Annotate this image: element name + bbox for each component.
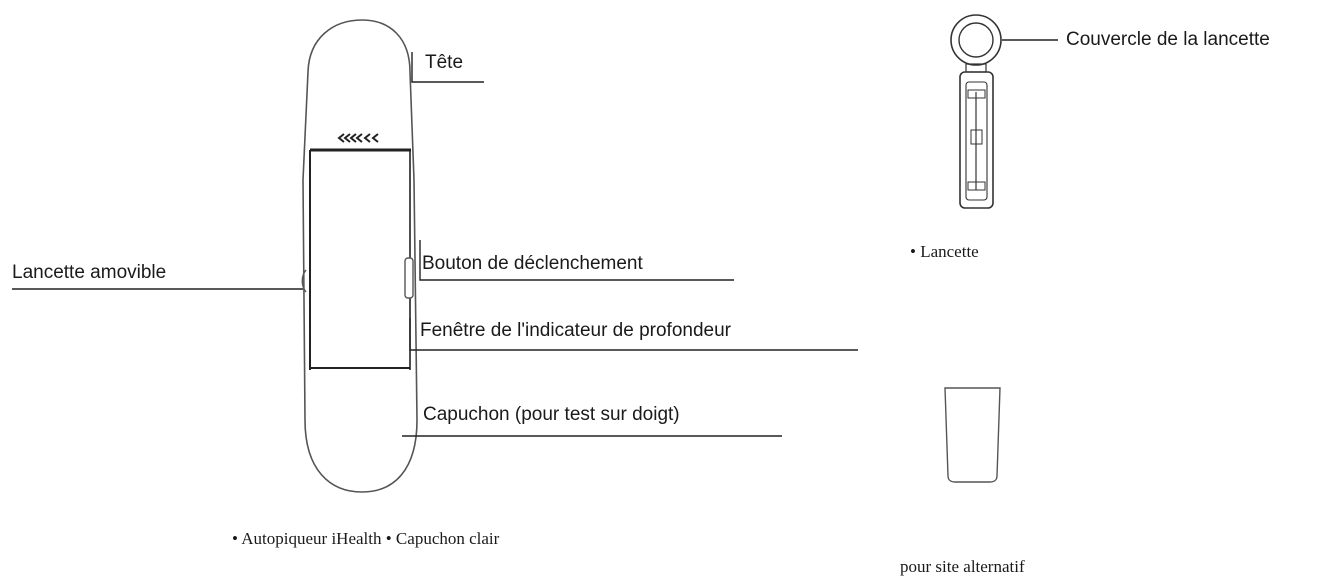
lancet-slot-mid [970,129,983,145]
lancet-body-inner [965,81,988,201]
lancet-cover-ring-inner [958,22,994,58]
label-release-button: Bouton de déclenchement [422,253,643,274]
lancing-device-outline [302,19,418,493]
lancet-slot-top [967,89,986,99]
clear-cap-drawing [944,387,1001,483]
caption-lancet: • Lancette [910,242,979,261]
direction-arrows-icon [337,133,379,143]
release-button-shape [404,257,414,299]
lancet-slot-bottom [967,181,986,191]
lancet-notch-shape [301,269,307,293]
lancet-drawing [950,14,1002,209]
label-lancet-cover: Couvercle de la lancette [1066,29,1270,50]
leader-release-button [419,240,734,281]
label-removable-lancet: Lancette amovible [12,262,167,283]
label-cap-finger: Capuchon (pour test sur doigt) [423,404,680,425]
lancet-body [959,71,994,209]
leader-head [411,52,484,83]
caption-alt-site: pour site alternatif [900,557,1025,576]
label-depth-window: Fenêtre de l'indicateur de profondeur [420,320,731,341]
lancet-cover-ring [950,14,1002,66]
leader-depth-window [409,318,858,351]
label-head: Tête [425,52,464,73]
caption-lancing-device: • Autopiqueur iHealth • Capuchon clair [232,529,500,548]
